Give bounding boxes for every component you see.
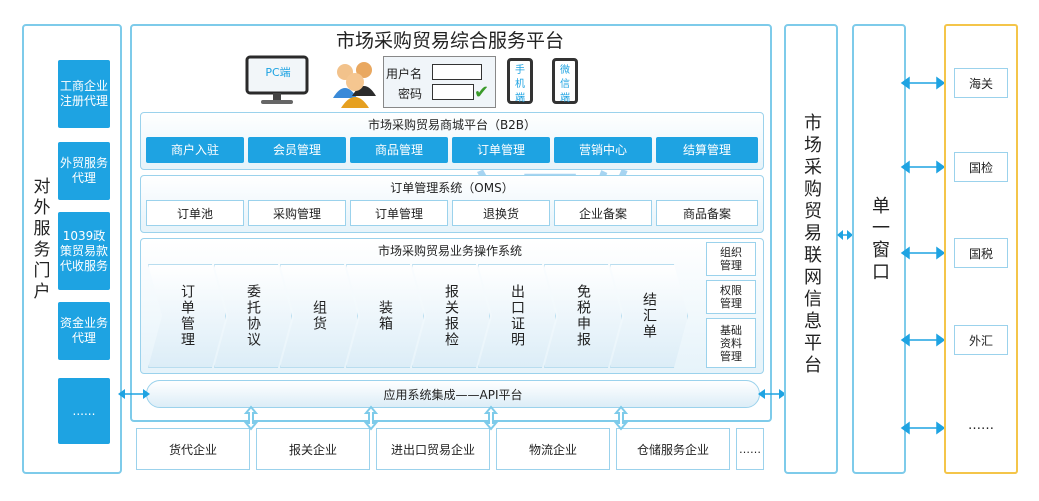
- pc-monitor-icon: [245, 55, 309, 107]
- password-label: 密码: [398, 87, 423, 101]
- ops-permission-management[interactable]: 权限管理: [706, 280, 756, 314]
- window-gov-arrows: [900, 70, 946, 450]
- b2b-member-button[interactable]: 会员管理: [248, 137, 346, 163]
- ops-org-management[interactable]: 组织管理: [706, 242, 756, 276]
- network-platform-title: 市场采购贸易联网信息平台: [801, 113, 822, 377]
- bottom-freight-forwarder[interactable]: 货代企业: [136, 428, 250, 470]
- network-platform-frame: [784, 24, 838, 474]
- b2b-settlement-button[interactable]: 结算管理: [656, 137, 758, 163]
- platform-title: 市场采购贸易综合服务平台: [335, 30, 564, 52]
- oms-company-record-button[interactable]: 企业备案: [554, 200, 652, 226]
- oms-title: 订单管理系统（OMS）: [390, 181, 514, 195]
- gov-frame: [944, 24, 1018, 474]
- oms-return-button[interactable]: 退换货: [452, 200, 550, 226]
- wechat-phone-icon: [552, 58, 578, 104]
- ops-basic-data-management[interactable]: 基础资料管理: [706, 318, 756, 368]
- password-input[interactable]: [432, 84, 474, 100]
- ops-title: 市场采购贸易业务操作系统: [377, 244, 522, 258]
- external-portal-title: 对外服务门户: [29, 177, 50, 303]
- users-icon: [330, 58, 380, 108]
- b2b-merchant-button[interactable]: 商户入驻: [146, 137, 244, 163]
- single-window-title: 单一窗口: [869, 196, 890, 284]
- bottom-logistics-company[interactable]: 物流企业: [496, 428, 610, 470]
- wechat-label: 微信端: [560, 65, 570, 104]
- api-network-arrow-icon: [756, 386, 788, 402]
- b2b-product-button[interactable]: 商品管理: [350, 137, 448, 163]
- username-label: 用户名: [386, 67, 423, 81]
- external-portal-frame: [22, 24, 122, 474]
- portal-api-arrow-icon: [116, 386, 152, 402]
- mobile-phone-icon: [507, 58, 533, 104]
- api-bottom-arrows: [240, 405, 770, 431]
- portal-item-more[interactable]: ......: [58, 378, 110, 444]
- gov-inspection[interactable]: 国检: [954, 152, 1008, 182]
- gov-more: ……: [968, 418, 994, 433]
- oms-order-button[interactable]: 订单管理: [350, 200, 448, 226]
- bottom-customs-broker[interactable]: 报关企业: [256, 428, 370, 470]
- portal-item-trade-service[interactable]: 外贸服务代理: [58, 142, 110, 200]
- bottom-warehouse-service[interactable]: 仓储服务企业: [616, 428, 730, 470]
- single-window-frame: [852, 24, 906, 474]
- b2b-title: 市场采购贸易商城平台（B2B）: [367, 118, 537, 132]
- oms-purchase-button[interactable]: 采购管理: [248, 200, 346, 226]
- username-input[interactable]: [432, 64, 482, 80]
- portal-item-payment-collection[interactable]: 1039政策贸易款代收服务: [58, 212, 110, 290]
- api-platform-bar[interactable]: 应用系统集成——API平台: [146, 380, 760, 408]
- check-icon: ✔: [474, 82, 490, 103]
- gov-customs[interactable]: 海关: [954, 68, 1008, 98]
- oms-order-pool-button[interactable]: 订单池: [146, 200, 244, 226]
- b2b-order-button[interactable]: 订单管理: [452, 137, 550, 163]
- pc-label: PC端: [265, 66, 291, 79]
- bottom-more[interactable]: ……: [736, 428, 764, 470]
- gov-tax[interactable]: 国税: [954, 238, 1008, 268]
- network-window-arrow-icon: [836, 227, 854, 243]
- b2b-marketing-button[interactable]: 营销中心: [554, 137, 652, 163]
- gov-forex[interactable]: 外汇: [954, 325, 1008, 355]
- oms-product-record-button[interactable]: 商品备案: [656, 200, 758, 226]
- portal-item-business-registration[interactable]: 工商企业注册代理: [58, 60, 110, 128]
- bottom-trade-company[interactable]: 进出口贸易企业: [376, 428, 490, 470]
- portal-item-fund-service[interactable]: 资金业务代理: [58, 302, 110, 360]
- mobile-label: 手机端: [515, 65, 525, 104]
- platform-frame: [130, 24, 772, 422]
